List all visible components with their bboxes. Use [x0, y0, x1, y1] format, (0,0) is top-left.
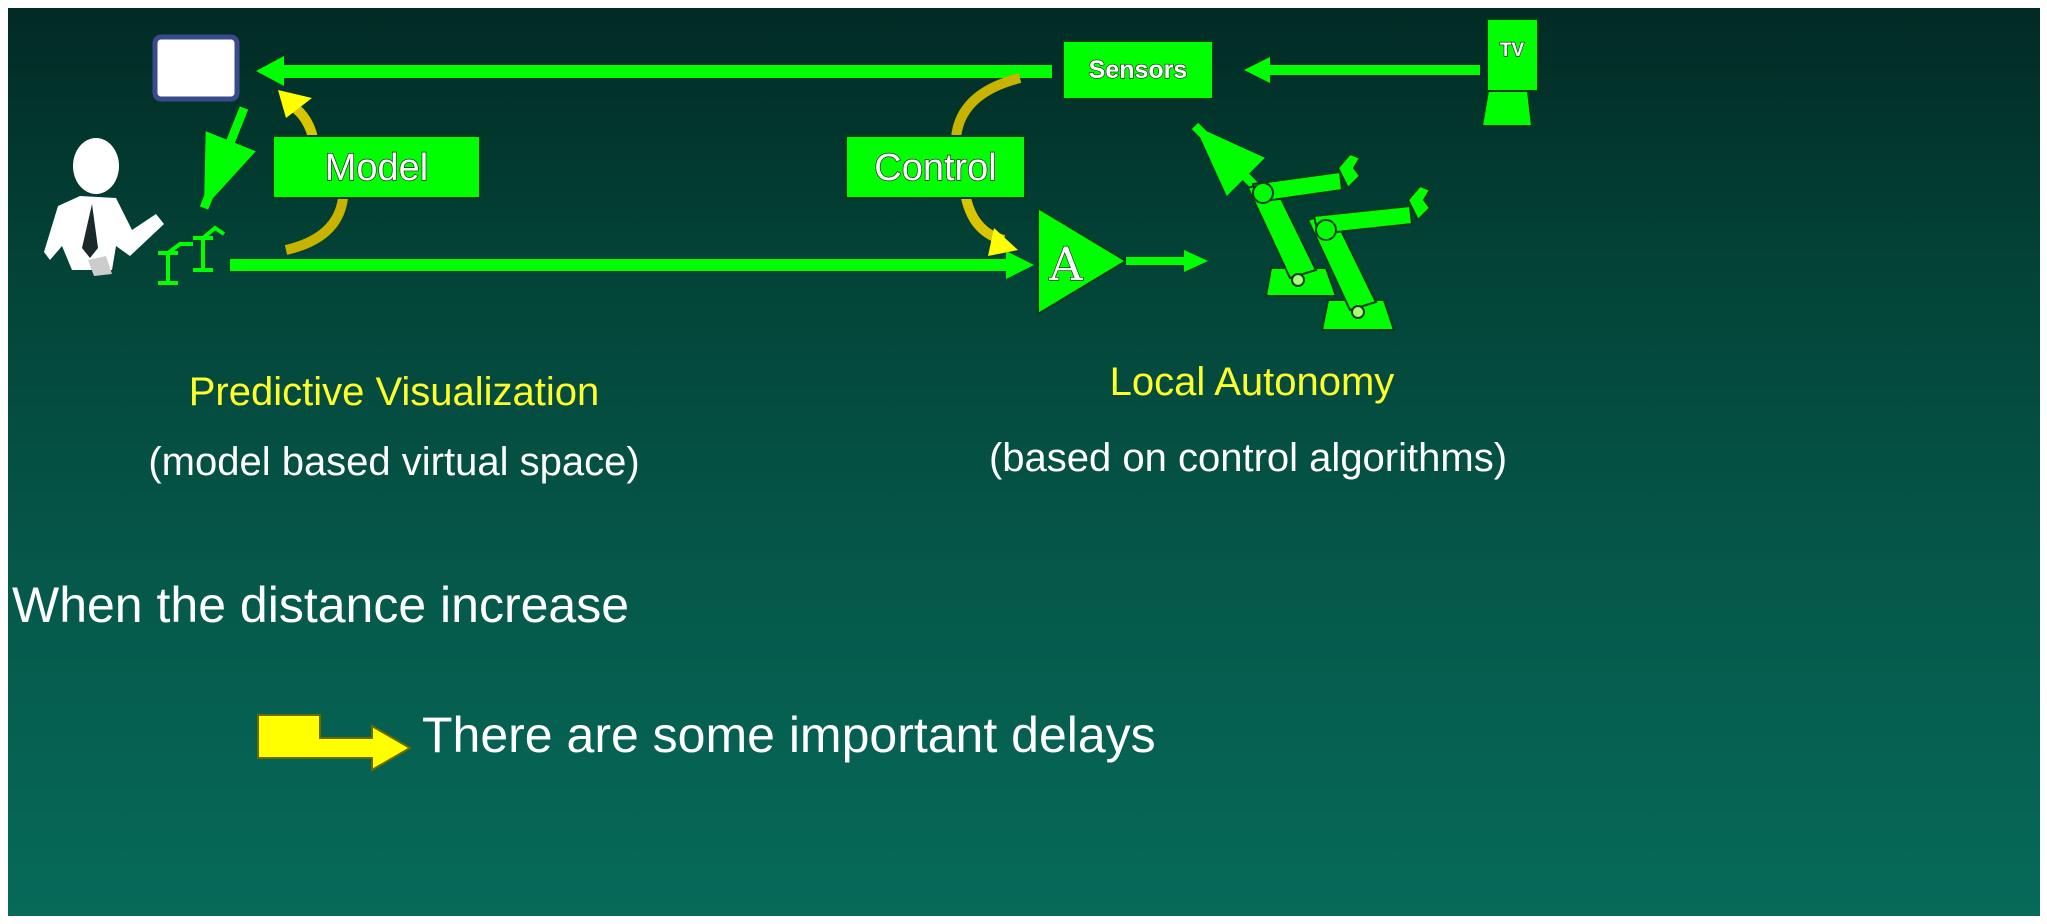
monitor-to-operator-arrow	[199, 106, 256, 210]
monitor-icon	[152, 34, 240, 102]
tv-to-sensors-arrow	[1244, 57, 1480, 83]
sensors-box: Sensors	[1062, 40, 1214, 100]
robot-to-sensors-arrow	[1191, 122, 1266, 197]
left-caption-subtitle: (model based virtual space)	[148, 440, 640, 484]
tv-label: TV	[1500, 40, 1525, 61]
feedback-arrow	[256, 56, 1052, 86]
sensors-label: Sensors	[1089, 56, 1188, 84]
amplifier-icon: A	[1037, 206, 1208, 316]
command-arrow	[230, 251, 1034, 279]
consequence-arrow	[257, 714, 412, 772]
tv-camera-icon: TV	[1480, 18, 1539, 127]
left-caption-title: Predictive Visualization	[188, 370, 600, 414]
robot-arm-icon	[1246, 152, 1432, 331]
control-box: Control	[845, 73, 1026, 256]
operator-icon	[44, 138, 164, 276]
delay-statement: There are some important delays	[422, 707, 1156, 763]
distance-statement: When the distance increase	[12, 577, 630, 633]
model-label: Model	[325, 147, 429, 189]
diagram: Model Control A Sensors TV	[44, 18, 1539, 772]
right-caption-title: Local Autonomy	[1109, 360, 1395, 404]
amplifier-label: A	[1048, 237, 1083, 291]
model-box: Model	[272, 90, 481, 255]
robot-model-icon	[158, 225, 226, 285]
control-label: Control	[874, 147, 997, 189]
slide: Model Control A Sensors TV	[8, 8, 2040, 916]
right-caption-subtitle: (based on control algorithms)	[988, 436, 1508, 480]
